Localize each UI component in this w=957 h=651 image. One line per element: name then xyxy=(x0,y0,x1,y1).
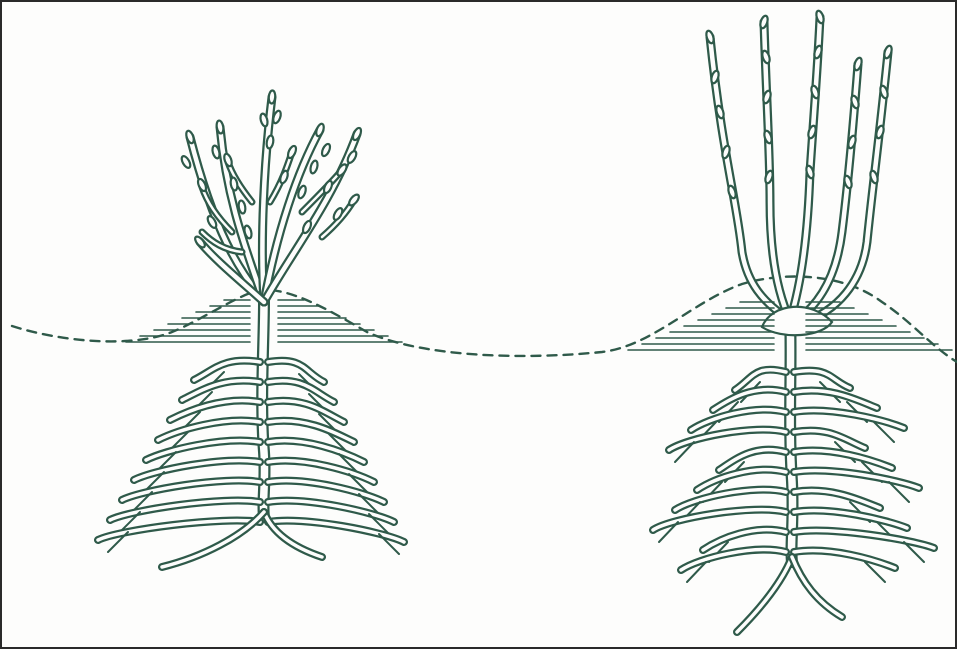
left-bud xyxy=(320,143,331,157)
right-root xyxy=(794,551,895,568)
left-bud xyxy=(286,145,297,159)
right-root xyxy=(681,550,786,570)
left-bud xyxy=(351,127,362,141)
left-bud xyxy=(185,130,195,144)
right-root xyxy=(794,511,907,528)
right-root xyxy=(737,557,792,632)
right-root xyxy=(794,491,880,508)
left-bud xyxy=(180,155,192,169)
right-root xyxy=(792,557,842,617)
right-root xyxy=(794,471,919,488)
left-bud xyxy=(268,90,276,104)
right-root xyxy=(794,531,934,548)
right-plant-shoots xyxy=(705,10,893,562)
left-bud xyxy=(309,160,319,174)
left-plant-roots xyxy=(98,361,404,567)
right-root xyxy=(794,391,877,408)
left-bud xyxy=(315,123,325,137)
left-bud xyxy=(279,170,289,184)
right-trunk xyxy=(790,317,793,562)
right-root xyxy=(794,431,865,448)
left-plant-bushy-shrub xyxy=(98,90,404,567)
right-cane xyxy=(790,17,820,320)
right-root xyxy=(794,411,904,428)
left-bud xyxy=(347,193,360,207)
left-bud xyxy=(336,163,349,177)
right-root xyxy=(794,451,892,468)
